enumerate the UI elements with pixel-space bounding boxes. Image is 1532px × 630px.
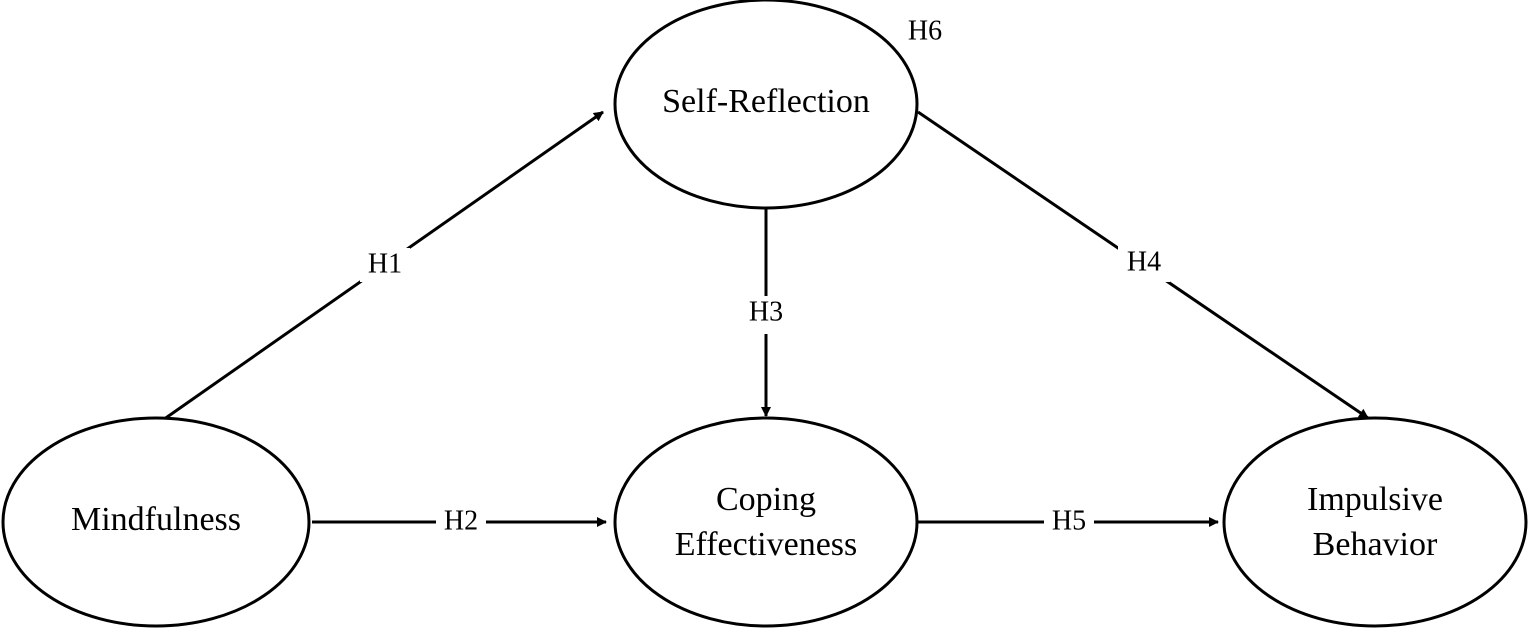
edge-h5-label-bg [1044,506,1094,538]
node-coping-effectiveness-label-line1: Coping [716,481,816,518]
node-mindfulness: Mindfulness [1,416,311,628]
edge-h2-label: H2 [444,505,478,536]
edge-h1-label: H1 [368,248,402,279]
edge-h4-label-bg [1118,246,1170,282]
edge-h3: H3 [740,207,792,417]
edge-h3-label: H3 [749,296,783,327]
edge-h1-label-bg [360,248,410,282]
node-self-reflection-ellipse [613,0,919,210]
node-coping-effectiveness-ellipse [613,416,919,628]
edge-h2-label-bg [436,506,486,538]
node-mindfulness-ellipse [1,416,311,628]
edge-h2: H2 [312,505,607,538]
node-impulsive-behavior-label-line2: Behavior [1313,526,1438,563]
node-impulsive-behavior-ellipse [1222,416,1528,628]
node-self-reflection: Self-Reflection [613,0,919,210]
node-coping-effectiveness: Coping Effectiveness [613,416,919,628]
edge-h4-label: H4 [1127,246,1161,277]
edge-h3-label-bg [740,296,792,334]
edge-h1: H1 [159,110,604,424]
edge-h4: H4 [917,110,1369,420]
node-impulsive-behavior: Impulsive Behavior [1222,416,1528,628]
edge-h5: H5 [918,505,1219,538]
node-mindfulness-label: Mindfulness [71,501,241,538]
annotation-h6: H6 [908,15,942,46]
node-self-reflection-label: Self-Reflection [662,83,870,120]
edge-h5-label: H5 [1052,505,1086,536]
node-coping-effectiveness-label-line2: Effectiveness [675,526,858,563]
edges: H1 H2 H3 H4 H5 [159,110,1369,538]
node-impulsive-behavior-label-line1: Impulsive [1307,481,1443,518]
